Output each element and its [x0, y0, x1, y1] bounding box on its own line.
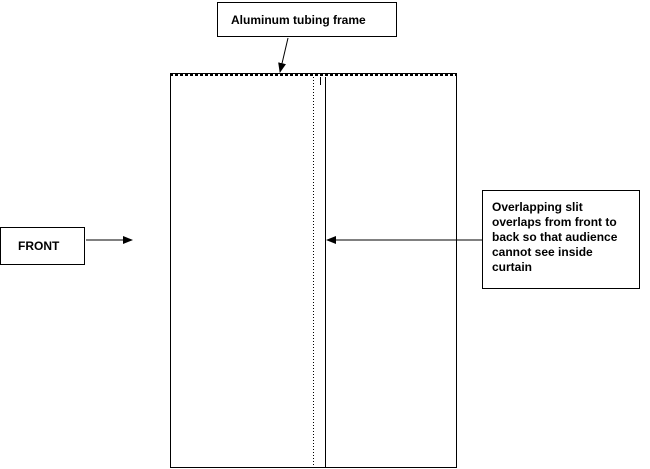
slit-label-line-5: curtain	[492, 260, 533, 274]
slit-label-box: Overlapping slit overlaps from front to …	[482, 190, 640, 289]
slit-label-line-3: back so that audience	[492, 230, 618, 244]
slit-label-line-4: cannot see inside	[492, 245, 593, 259]
frame-pointer-arrow	[278, 37, 289, 73]
frame-label-box: Aluminum tubing frame	[217, 2, 397, 37]
frame-label: Aluminum tubing frame	[231, 12, 366, 27]
curtain-outline	[170, 73, 457, 468]
front-label-box: FRONT	[0, 227, 85, 265]
front-label: FRONT	[18, 239, 60, 253]
slit-label-line-2: overlaps from front to	[492, 215, 617, 229]
slit-label-line-1: Overlapping slit	[492, 200, 583, 214]
